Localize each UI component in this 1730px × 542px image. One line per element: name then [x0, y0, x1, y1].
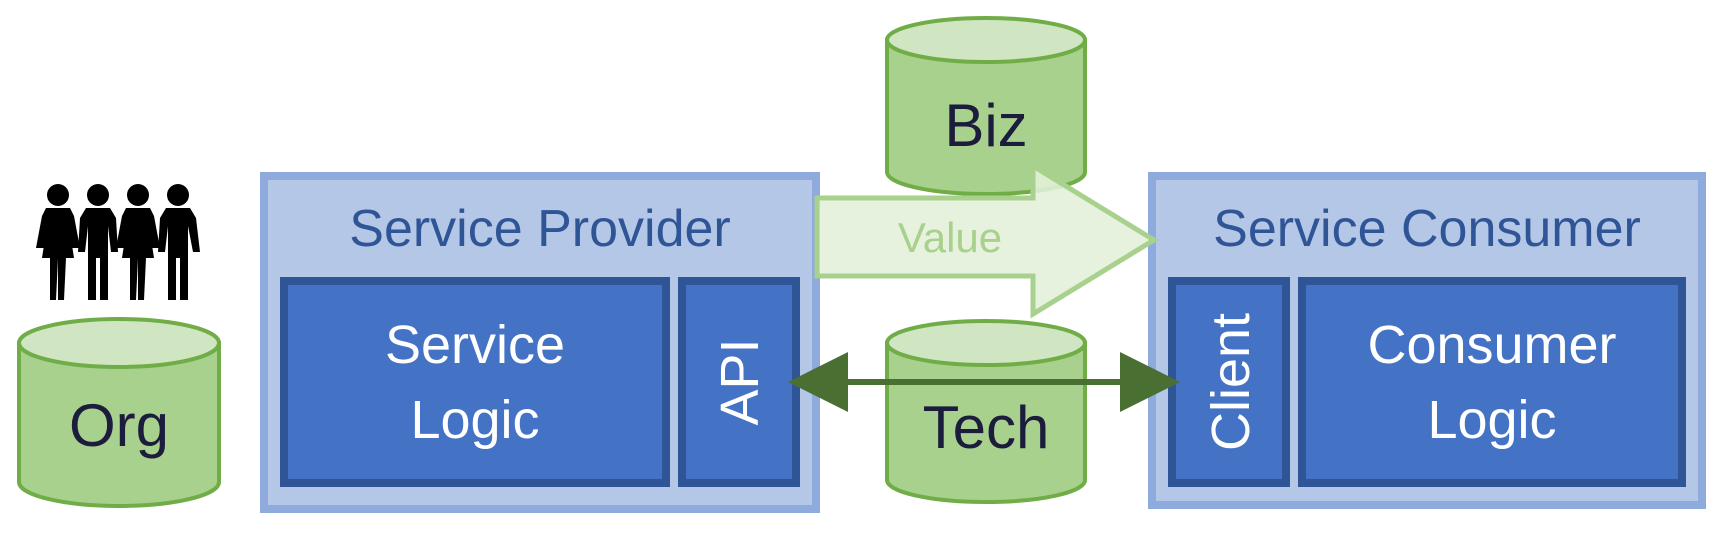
tech-cylinder: Tech [885, 319, 1087, 504]
value-label: Value [898, 214, 1002, 261]
client-label: Client [1201, 313, 1261, 451]
org-label: Org [69, 392, 169, 459]
biz-cylinder: Biz [885, 16, 1087, 196]
service-logic-line2: Logic [410, 390, 539, 450]
value-arrow: Value [814, 161, 1159, 319]
service-logic-box: Service Logic [280, 277, 670, 487]
person-icon [158, 184, 200, 300]
org-cylinder: Org [17, 317, 221, 508]
service-consumer-box: Service Consumer Client Consumer Logic [1148, 172, 1706, 509]
biz-label: Biz [944, 92, 1027, 159]
tech-label: Tech [923, 394, 1050, 461]
service-provider-box: Service Provider Service Logic API [260, 172, 820, 513]
api-label: API [710, 338, 770, 425]
client-box: Client [1168, 277, 1290, 487]
person-icon [78, 184, 118, 300]
service-provider-title: Service Provider [349, 200, 730, 258]
consumer-logic-line1: Consumer [1367, 315, 1616, 375]
api-box: API [678, 277, 800, 487]
consumer-logic-box: Consumer Logic [1298, 277, 1686, 487]
service-consumer-title: Service Consumer [1213, 200, 1641, 258]
consumer-logic-line2: Logic [1427, 390, 1556, 450]
person-icon [36, 184, 80, 300]
people-group-icon [36, 184, 200, 300]
service-logic-line1: Service [385, 315, 565, 375]
person-icon [116, 184, 160, 300]
